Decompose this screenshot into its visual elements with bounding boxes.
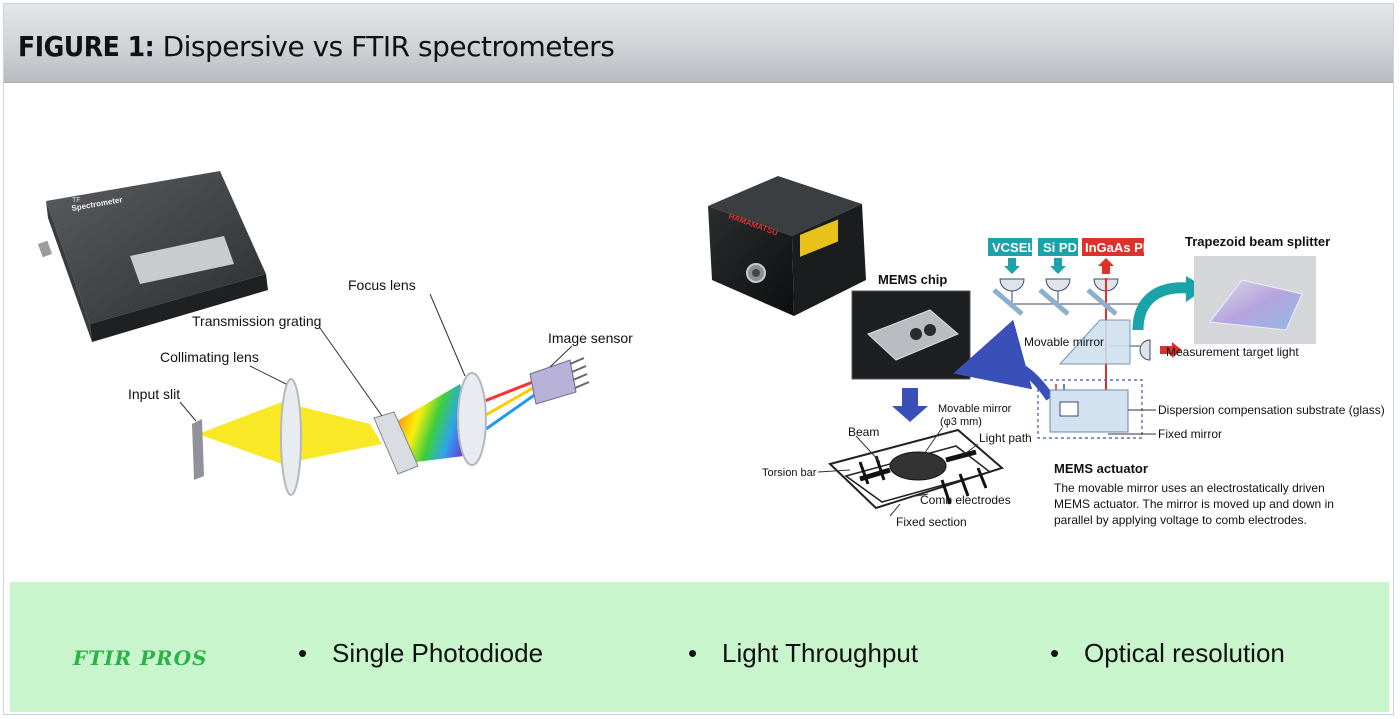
- pro-item-light-throughput: • Light Throughput: [688, 638, 918, 669]
- dispersive-device-photo: TF Spectrometer: [37, 171, 268, 342]
- mems-actuator-line-2: MEMS actuator. The mirror is moved up an…: [1054, 497, 1334, 511]
- mems-actuator-line-3: parallel by applying voltage to comb ele…: [1054, 513, 1307, 527]
- label-dispersion-substrate: Dispersion compensation substrate (glass…: [1158, 403, 1385, 417]
- label-focus-lens: Focus lens: [348, 277, 416, 293]
- bullet-dot-icon: •: [688, 638, 698, 668]
- bullet-dot-icon: •: [1050, 638, 1060, 668]
- input-slit-shape: [192, 419, 204, 480]
- label-collimating-lens: Collimating lens: [160, 349, 259, 365]
- label-beam: Beam: [848, 425, 879, 439]
- tag-si-pd: Si PD: [1043, 240, 1077, 255]
- label-image-sensor: Image sensor: [548, 330, 633, 346]
- label-comb-electrodes: Comb electrodes: [920, 493, 1011, 507]
- label-fixed-section: Fixed section: [896, 515, 967, 529]
- pro-text: Single Photodiode: [332, 638, 544, 668]
- device-text-tf: TF: [72, 197, 81, 204]
- pro-text: Optical resolution: [1084, 638, 1285, 668]
- pro-item-optical-resolution: • Optical resolution: [1050, 638, 1285, 669]
- image-sensor-shape: [529, 357, 590, 405]
- figure-frame: FIGURE 1: Dispersive vs FTIR spectromete…: [3, 3, 1394, 715]
- pro-text: Light Throughput: [722, 638, 919, 668]
- label-transmission-grating: Transmission grating: [192, 313, 321, 329]
- figure-title-text: Dispersive vs FTIR spectrometers: [162, 30, 615, 63]
- label-trapezoid-splitter: Trapezoid beam splitter: [1185, 234, 1330, 249]
- arrow-to-chip: [953, 319, 1054, 401]
- label-light-path: Light path: [979, 431, 1032, 445]
- tag-ingaas-pd: InGaAs PD: [1085, 240, 1152, 255]
- label-mems-mirror-size: (φ3 mm): [940, 416, 982, 428]
- tag-vcsel: VCSEL: [992, 240, 1035, 255]
- label-movable-mirror: Movable mirror: [1024, 335, 1104, 349]
- ray-yellow: [483, 382, 541, 418]
- pro-item-single-photodiode: • Single Photodiode: [298, 638, 543, 669]
- transmission-grating-shape: [373, 411, 419, 475]
- diagram-area: TF Spectrometer: [10, 84, 1389, 580]
- arrow-down-chip: [892, 388, 928, 422]
- label-torsion-bar: Torsion bar: [762, 467, 817, 479]
- label-input-slit: Input slit: [128, 386, 180, 402]
- ftir-pros-label: FTIR PROS: [73, 646, 208, 670]
- ftir-device-photo: HAMAMATSU: [708, 176, 866, 316]
- collimating-lens-shape: [280, 378, 302, 496]
- mems-mirror-schematic: [828, 428, 1005, 510]
- mems-actuator-line-1: The movable mirror uses an electrostatic…: [1054, 481, 1325, 495]
- label-mems-movable-mirror: Movable mirror: [938, 403, 1012, 415]
- ray-blue: [485, 387, 544, 431]
- figure-label: FIGURE 1:: [18, 30, 155, 63]
- mems-actuator-box: [1037, 379, 1143, 439]
- figure-title: FIGURE 1: Dispersive vs FTIR spectromete…: [18, 30, 615, 63]
- bullet-dot-icon: •: [298, 638, 308, 668]
- diagram-svg: TF Spectrometer: [37, 171, 1385, 529]
- ftir-pros-panel: FTIR PROS • Single Photodiode • Light Thro…: [10, 582, 1389, 712]
- label-mems-chip: MEMS chip: [878, 272, 947, 287]
- label-fixed-mirror: Fixed mirror: [1158, 427, 1222, 441]
- figure-header: FIGURE 1: Dispersive vs FTIR spectromete…: [4, 4, 1393, 83]
- mems-actuator-title: MEMS actuator: [1054, 461, 1148, 476]
- ray-red: [481, 378, 539, 404]
- focus-lens-shape: [457, 372, 487, 466]
- label-measurement-light: Measurement target light: [1166, 345, 1299, 359]
- arrow-to-splitter: [1132, 282, 1189, 331]
